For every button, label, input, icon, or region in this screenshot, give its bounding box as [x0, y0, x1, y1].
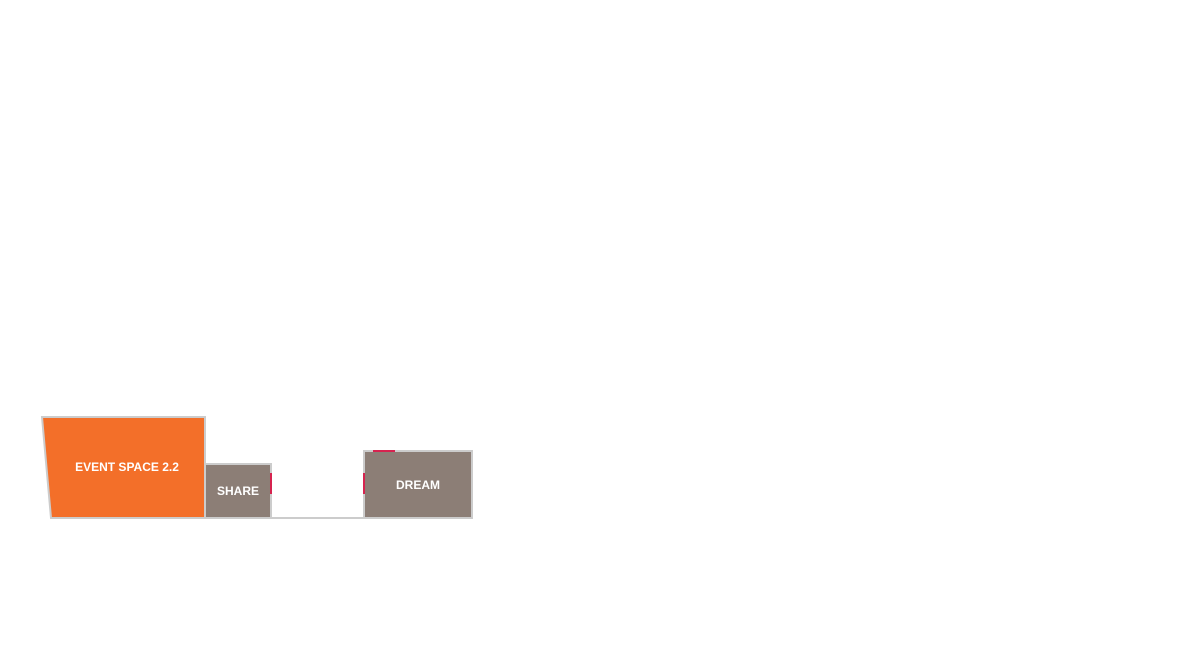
- room-label-share: SHARE: [217, 484, 259, 498]
- room-label-dream: DREAM: [396, 478, 440, 492]
- room-dream[interactable]: [363, 450, 473, 519]
- room-label-event-space: EVENT SPACE 2.2: [75, 460, 179, 474]
